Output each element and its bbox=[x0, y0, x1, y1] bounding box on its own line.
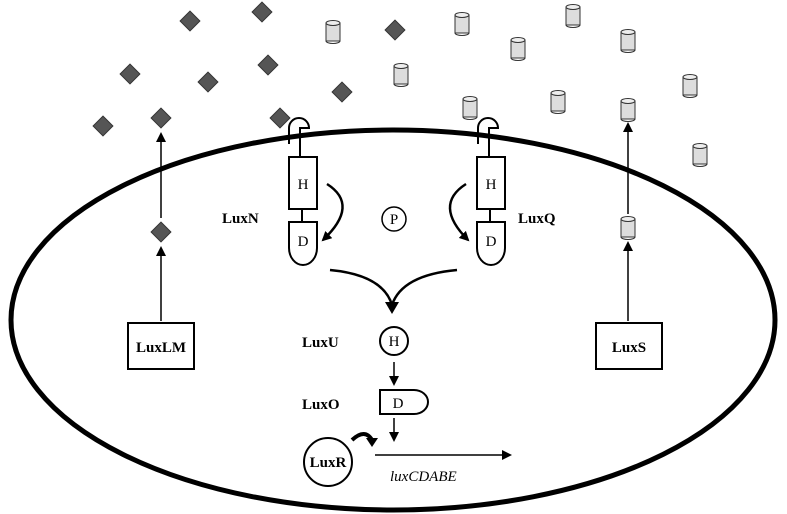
luxq-d-domain: D bbox=[486, 234, 497, 250]
phosphate-circle bbox=[381, 206, 407, 232]
merge-arrowhead bbox=[385, 302, 399, 314]
luxn-h-domain: H bbox=[298, 177, 309, 193]
phosphate-label: P bbox=[390, 212, 398, 228]
luxs-box bbox=[595, 322, 663, 370]
luxn-receptor bbox=[288, 117, 318, 266]
luxr-arrowhead bbox=[366, 438, 378, 447]
luxs-label: LuxS bbox=[612, 340, 646, 356]
luxq-h-domain: H bbox=[486, 177, 497, 193]
luxu-circle bbox=[379, 326, 409, 356]
luxlm-box bbox=[127, 322, 195, 370]
luxo-d-domain: D bbox=[393, 396, 404, 412]
ai-2-molecules bbox=[325, 4, 708, 240]
luxr-label: LuxR bbox=[310, 455, 347, 471]
merge-arrow bbox=[329, 268, 458, 306]
luxn-label: LuxN bbox=[222, 211, 259, 227]
luxq-receptor bbox=[476, 117, 506, 266]
luxq-label: LuxQ bbox=[518, 211, 556, 227]
luxu-label: LuxU bbox=[302, 335, 339, 351]
luxr-circle bbox=[303, 437, 353, 487]
luxu-h-domain: H bbox=[389, 334, 400, 350]
ai-1-molecules bbox=[92, 1, 406, 243]
luxo-shape bbox=[379, 389, 429, 415]
luxlm-label: LuxLM bbox=[136, 340, 186, 356]
gene-label: luxCDABE bbox=[390, 469, 457, 485]
luxo-label: LuxO bbox=[302, 397, 340, 413]
phospho-arrow-left bbox=[321, 182, 344, 242]
luxn-d-domain: D bbox=[298, 234, 309, 250]
phospho-arrow-right bbox=[448, 182, 470, 242]
cell-membrane bbox=[8, 127, 778, 513]
